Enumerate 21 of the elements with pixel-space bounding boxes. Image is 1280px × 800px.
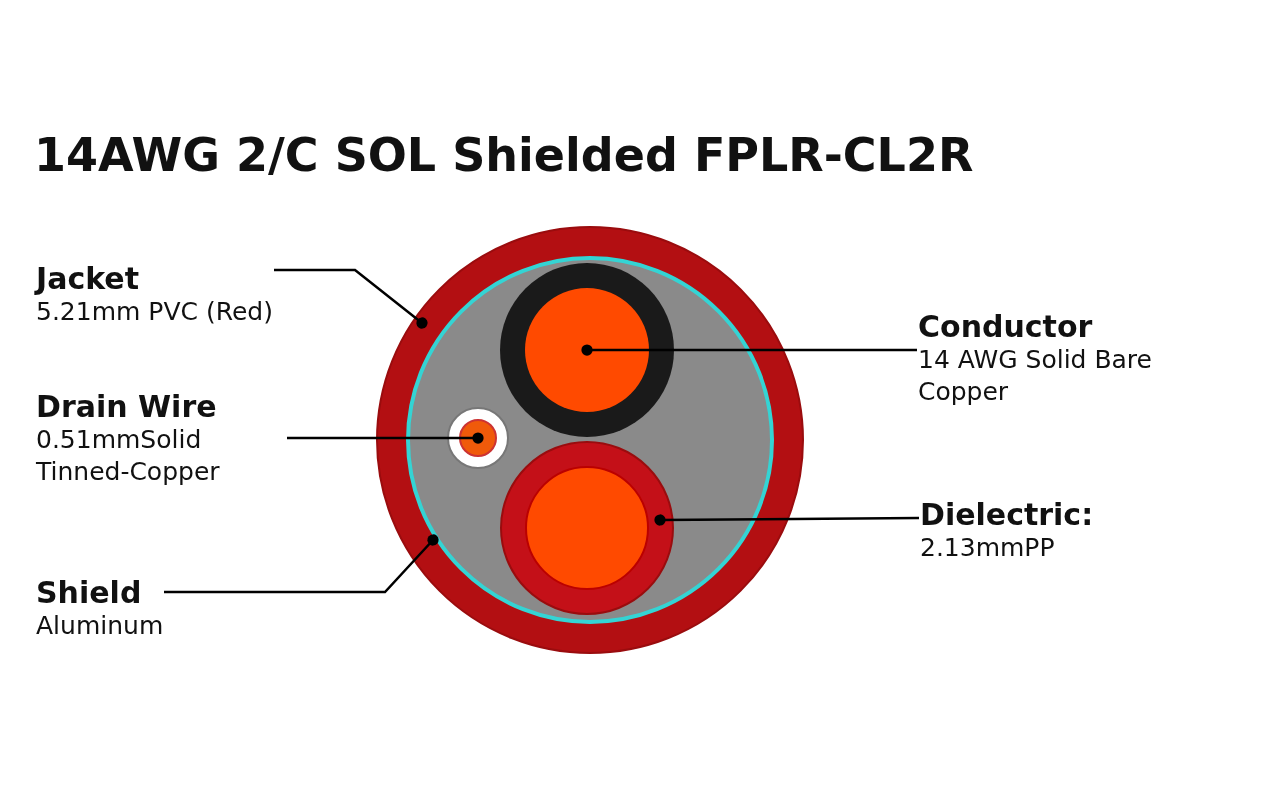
shield-drawing [406, 256, 774, 624]
part-name: Jacket [36, 262, 141, 296]
part-spec: Aluminum [36, 610, 164, 642]
part-name: Drain Wire [36, 390, 218, 424]
dielectric-drawing [500, 441, 674, 615]
leader-line [274, 268, 428, 329]
part-name: Conductor [918, 310, 1094, 344]
part-spec: 0.51mmSolid Tinned-Copper [36, 424, 221, 488]
title: 14AWG 2/C SOL Shielded FPLR-CL2R [34, 128, 974, 182]
part-spec: 5.21mm PVC (Red) [36, 296, 273, 328]
part-spec: 14 AWG Solid Bare Copper [918, 344, 1153, 408]
part-name: Dielectric: [920, 498, 1094, 532]
part-name: Shield [36, 576, 143, 610]
part-spec: 2.13mmPP [920, 532, 1056, 564]
conductor-drawing [500, 263, 674, 437]
leader-line [164, 534, 439, 594]
jacket-drawing [376, 226, 804, 654]
drain-wire-drawing [447, 407, 509, 469]
leader-line [581, 344, 917, 356]
leader-line [654, 514, 919, 526]
leader-line [287, 432, 484, 444]
